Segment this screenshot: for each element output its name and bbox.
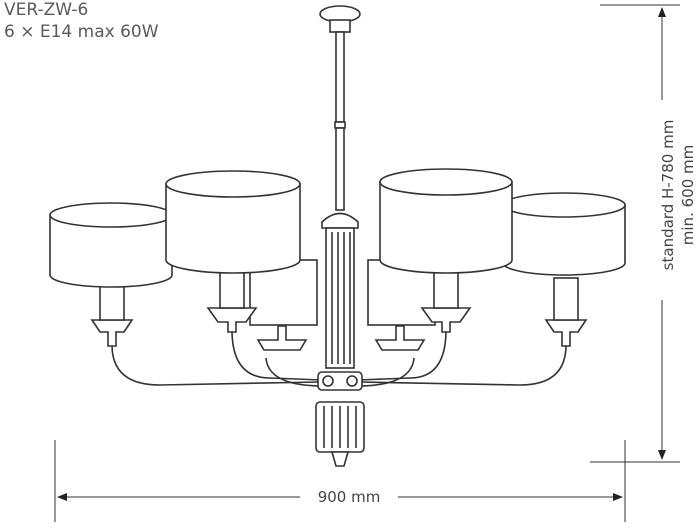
canopy	[319, 5, 361, 211]
model-code: VER-ZW-6	[4, 0, 89, 20]
height-min-label: min. 600 mm	[679, 145, 697, 245]
lamp-shade-near-right	[379, 168, 513, 274]
bulb-spec: 6 × E14 max 60W	[4, 22, 159, 42]
back-shades	[249, 259, 436, 351]
height-dimension: standard H-780 mm min. 600 mm	[590, 4, 697, 463]
height-standard-label: standard H-780 mm	[659, 120, 677, 271]
width-label: 900 mm	[318, 488, 381, 506]
central-column	[315, 212, 365, 467]
lamp-holders	[90, 267, 588, 347]
lamp-shade-near-left	[165, 170, 301, 274]
lamp-shade-far-left	[49, 202, 173, 288]
width-dimension: 900 mm	[54, 440, 626, 522]
lamp-shade-far-right	[502, 192, 626, 276]
arms	[111, 329, 567, 387]
